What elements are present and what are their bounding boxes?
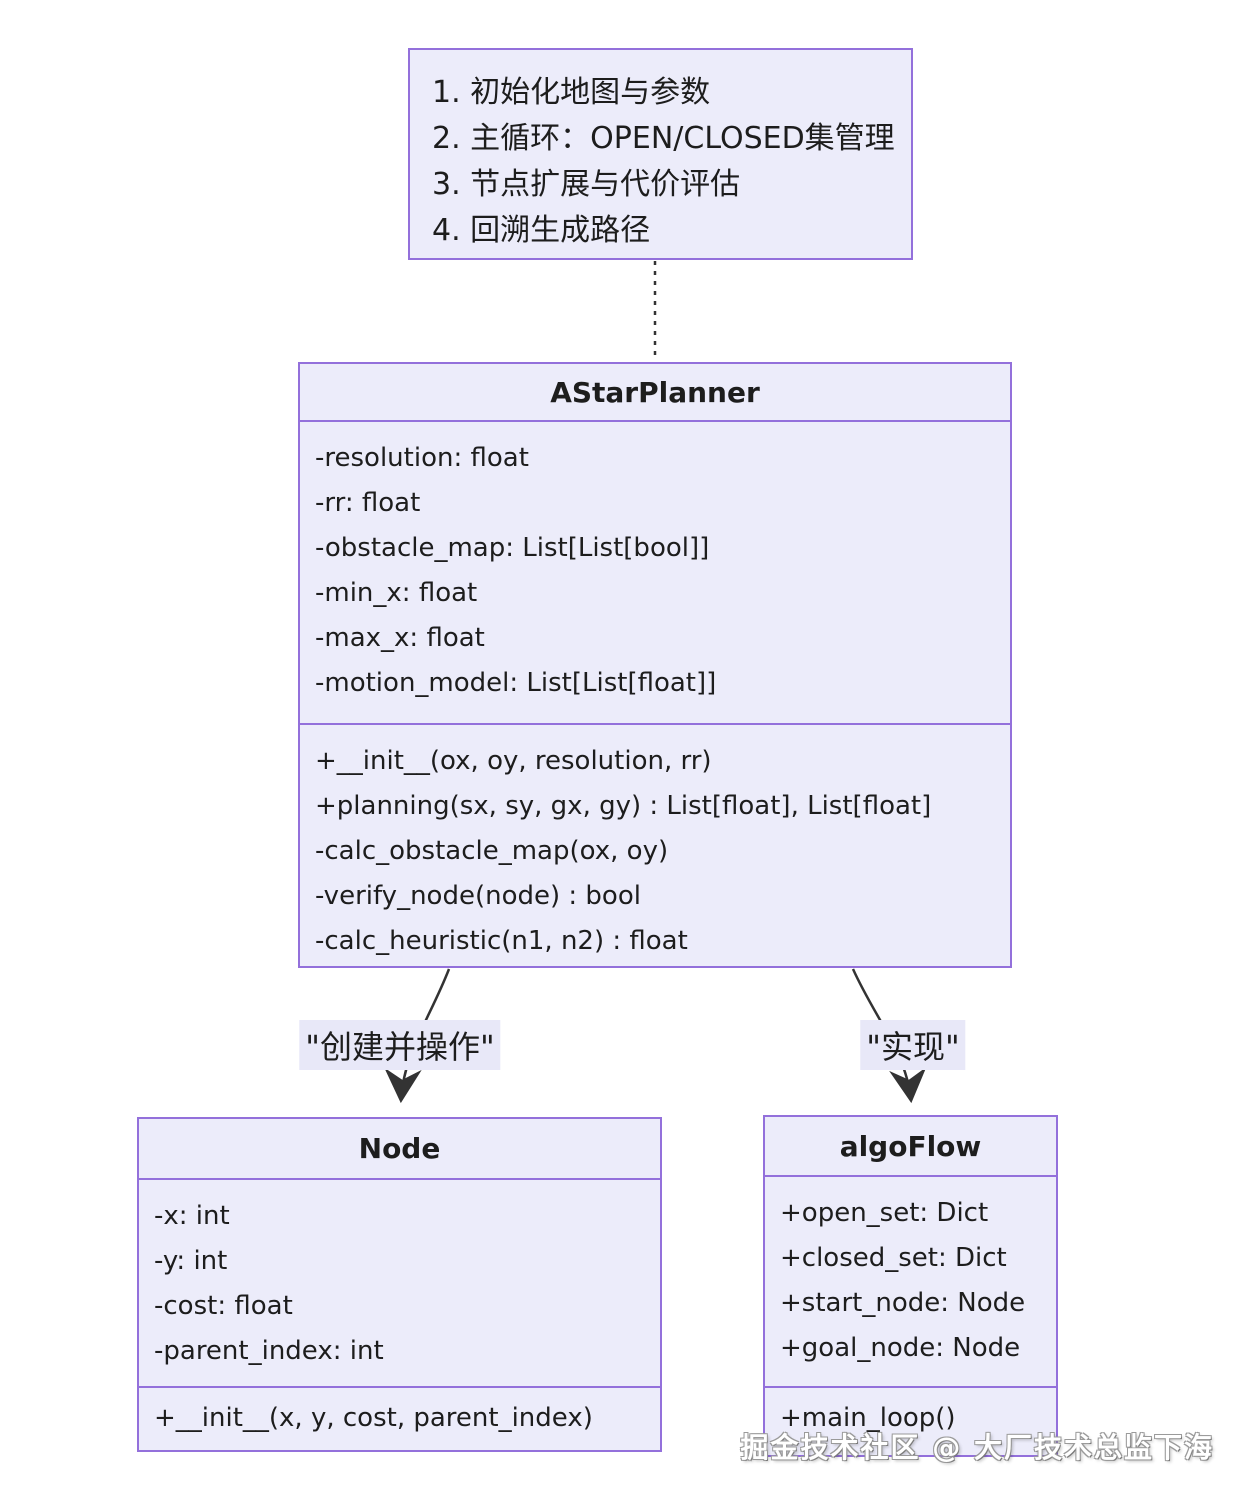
class-attribute-row: -resolution: float bbox=[315, 443, 529, 473]
astarplanner-attributes-section: -resolution: float -rr: float -obstacle_… bbox=[300, 422, 1010, 725]
node-methods-section: +__init__(x, y, cost, parent_index) bbox=[139, 1388, 660, 1450]
class-attribute-row: +goal_node: Node bbox=[780, 1333, 1021, 1363]
class-attribute-row: +closed_set: Dict bbox=[780, 1243, 1007, 1273]
note-line: 2. 主循环：OPEN/CLOSED集管理 bbox=[432, 121, 895, 156]
class-method-row: -calc_obstacle_map(ox, oy) bbox=[315, 836, 669, 866]
class-attribute-row: +start_node: Node bbox=[780, 1288, 1026, 1318]
note-line: 1. 初始化地图与参数 bbox=[432, 75, 711, 110]
edge-label-create-and-operate: "创建并操作" bbox=[299, 1020, 501, 1070]
class-box-astarplanner: AStarPlanner -resolution: float -rr: flo… bbox=[298, 362, 1012, 968]
class-attribute-row: -obstacle_map: List[List[bool]] bbox=[315, 533, 710, 563]
class-method-row: +__init__(x, y, cost, parent_index) bbox=[154, 1403, 593, 1433]
astarplanner-methods-section: +__init__(ox, oy, resolution, rr) +plann… bbox=[300, 725, 1010, 970]
class-attribute-row: -y: int bbox=[154, 1246, 228, 1276]
class-box-node: Node -x: int -y: int -cost: float -paren… bbox=[137, 1117, 662, 1452]
class-attribute-row: -x: int bbox=[154, 1201, 230, 1231]
class-attribute-row: -rr: float bbox=[315, 488, 421, 518]
algoflow-methods-section: +main_loop() bbox=[765, 1388, 1056, 1455]
watermark-text: 掘金技术社区 @ 大厂技术总监下海 bbox=[740, 1431, 1214, 1464]
note-line: 4. 回溯生成路径 bbox=[432, 213, 651, 248]
node-attributes-section: -x: int -y: int -cost: float -parent_ind… bbox=[139, 1180, 660, 1388]
class-attribute-row: -max_x: float bbox=[315, 623, 485, 653]
class-attribute-row: -min_x: float bbox=[315, 578, 478, 608]
class-method-row: +main_loop() bbox=[780, 1403, 956, 1433]
class-title-astarplanner: AStarPlanner bbox=[300, 364, 1010, 422]
algorithm-steps-note: 1. 初始化地图与参数 2. 主循环：OPEN/CLOSED集管理 3. 节点扩… bbox=[408, 48, 913, 260]
class-attribute-row: -cost: float bbox=[154, 1291, 293, 1321]
class-title-node: Node bbox=[139, 1119, 660, 1180]
class-method-row: +planning(sx, sy, gx, gy) : List[float],… bbox=[315, 791, 932, 821]
algoflow-attributes-section: +open_set: Dict +closed_set: Dict +start… bbox=[765, 1177, 1056, 1388]
class-attribute-row: +open_set: Dict bbox=[780, 1198, 989, 1228]
class-attribute-row: -motion_model: List[List[float]] bbox=[315, 668, 717, 698]
class-method-row: +__init__(ox, oy, resolution, rr) bbox=[315, 746, 712, 776]
class-title-algoflow: algoFlow bbox=[765, 1117, 1056, 1177]
class-method-row: -verify_node(node) : bool bbox=[315, 881, 641, 911]
class-attribute-row: -parent_index: int bbox=[154, 1336, 384, 1366]
note-line: 3. 节点扩展与代价评估 bbox=[432, 167, 741, 202]
class-box-algoflow: algoFlow +open_set: Dict +closed_set: Di… bbox=[763, 1115, 1058, 1457]
edge-label-realize: "实现" bbox=[860, 1020, 966, 1070]
class-method-row: -calc_heuristic(n1, n2) : float bbox=[315, 926, 688, 956]
